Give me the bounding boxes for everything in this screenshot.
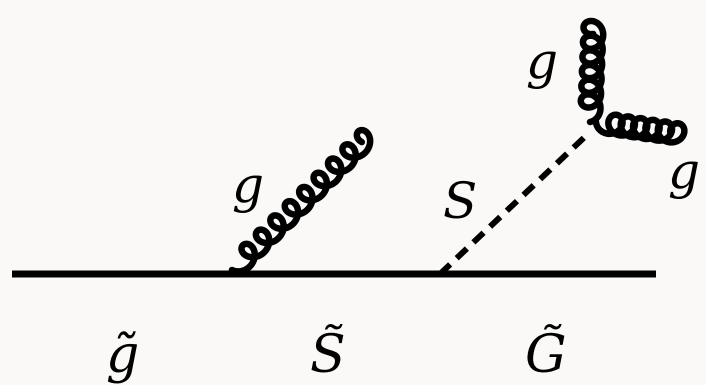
label-gluon-right: g (668, 142, 700, 200)
label-gluino: g̃ (106, 325, 139, 385)
label-gluon-emitted: g (232, 156, 264, 214)
label-goldstino: G̃ (525, 324, 567, 385)
label-gluon-top: g (526, 32, 558, 90)
gluon-top-line (577, 17, 607, 126)
gluon-emitted-line (228, 126, 374, 275)
gluon-right-line (592, 111, 688, 146)
label-sgluon: S̃ (310, 324, 346, 385)
label-scalar: S (443, 172, 477, 230)
scalar-line (437, 129, 593, 277)
